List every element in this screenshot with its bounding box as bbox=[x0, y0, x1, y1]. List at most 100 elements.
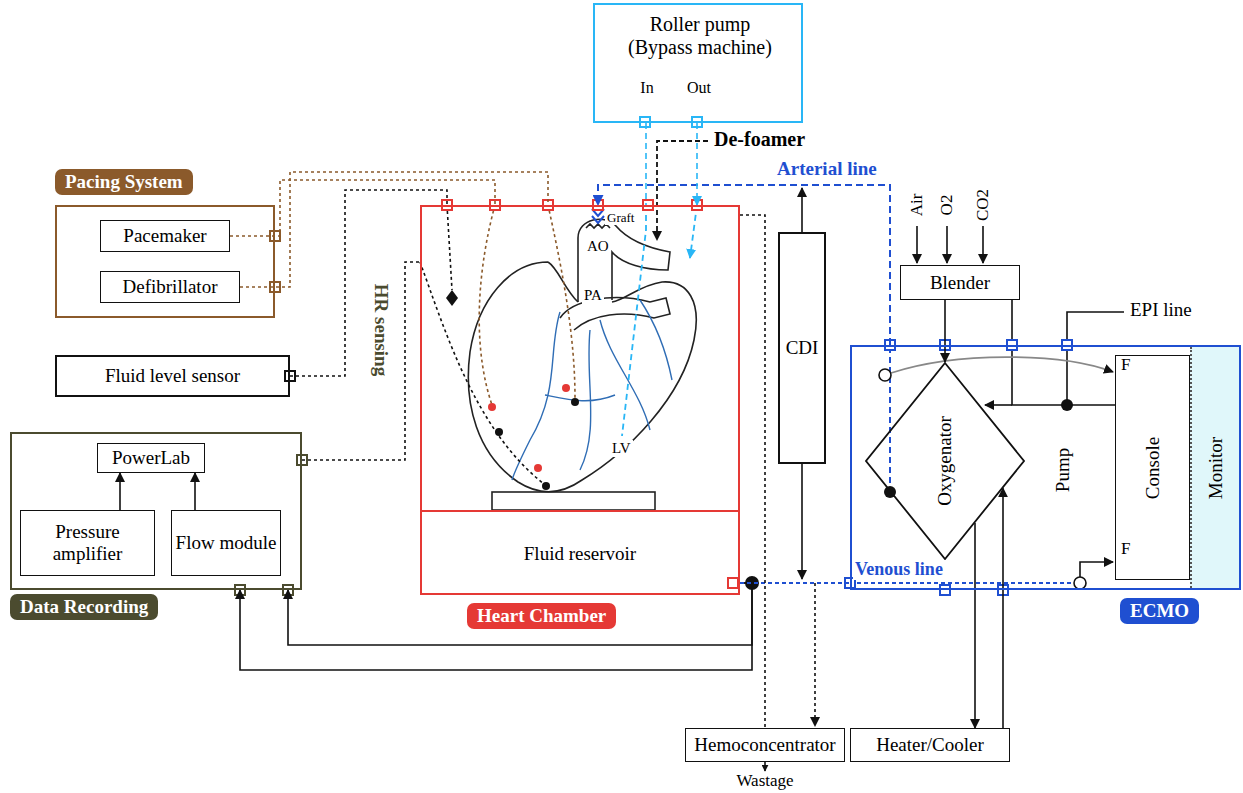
node-label: CDI bbox=[786, 337, 819, 359]
connector bbox=[302, 262, 420, 460]
waste-arrow bbox=[764, 762, 766, 771]
part-label: LV bbox=[610, 440, 633, 457]
heart-stand bbox=[492, 492, 655, 510]
flow-sensor bbox=[879, 369, 891, 381]
pump-inflow-line bbox=[622, 205, 646, 436]
part-label: O2 bbox=[938, 193, 957, 218]
node-label: Hemoconcentrator bbox=[694, 734, 835, 756]
connector bbox=[1002, 488, 1004, 728]
group-box: ECMOOxygenatorConsoleMonitor bbox=[850, 345, 1241, 590]
monitor-band: Monitor bbox=[1190, 347, 1239, 588]
node-label: Heater/Cooler bbox=[876, 734, 984, 756]
connector-label: Venous line bbox=[853, 560, 945, 580]
connector-label: Arterial line bbox=[775, 159, 879, 180]
part-label: De-foamer bbox=[712, 128, 807, 150]
group-heading: Data Recording bbox=[10, 594, 158, 620]
node-label: Fluid reservoir bbox=[524, 543, 636, 565]
pacing-leads bbox=[548, 205, 575, 398]
group-heading: Heart Chamber bbox=[467, 603, 616, 629]
part-label: AO bbox=[585, 238, 611, 255]
level-probe bbox=[447, 205, 452, 290]
node-label: Pacemaker bbox=[123, 225, 206, 247]
electrodes bbox=[488, 384, 579, 490]
group-heading: Pacing System bbox=[55, 169, 193, 195]
part-label: CO2 bbox=[974, 187, 993, 223]
part-label: Wastage bbox=[734, 772, 795, 791]
node-label: Roller pump (Bypass machine) bbox=[625, 13, 775, 59]
part-label: F bbox=[1119, 356, 1132, 375]
process-box: CDI bbox=[778, 232, 826, 464]
flow-sensor-line bbox=[891, 357, 1113, 373]
junction-dot bbox=[1061, 399, 1073, 411]
connector bbox=[119, 473, 121, 510]
part-label: Air bbox=[908, 192, 927, 219]
node-label: Defibrillator bbox=[123, 276, 218, 298]
node-label: In bbox=[640, 79, 653, 97]
node-label: Pressure amplifier bbox=[21, 521, 154, 565]
hemo-drain bbox=[814, 583, 816, 726]
venous-inner bbox=[850, 582, 1074, 584]
electrodes bbox=[542, 482, 550, 490]
connector bbox=[230, 180, 495, 236]
electrodes bbox=[571, 398, 579, 406]
connector bbox=[645, 123, 647, 205]
connector bbox=[974, 523, 976, 728]
decision-diamond: Oxygenator bbox=[865, 362, 1025, 560]
pacing-leads bbox=[479, 205, 575, 405]
process-box: Fluid level sensor bbox=[55, 355, 290, 397]
part-label: EPI line bbox=[1128, 300, 1194, 321]
node-label: Flow module bbox=[176, 532, 277, 554]
group-box: Data RecordingPowerLabPressure amplifier… bbox=[10, 432, 302, 590]
port-square bbox=[940, 585, 950, 595]
heart-illustration bbox=[420, 205, 697, 510]
node-label: Out bbox=[687, 79, 711, 97]
process-box: PowerLab bbox=[97, 443, 205, 473]
connector bbox=[290, 190, 447, 376]
part-label: F bbox=[1119, 540, 1132, 559]
electrodes bbox=[488, 403, 496, 411]
process-box: Flow module bbox=[171, 510, 281, 576]
electrodes bbox=[495, 428, 503, 436]
node-label: Monitor bbox=[1205, 436, 1227, 498]
connector bbox=[740, 215, 765, 728]
process-box: Blender bbox=[900, 265, 1020, 300]
connector bbox=[288, 583, 752, 645]
hr-lead bbox=[420, 262, 544, 484]
level-probe-tip bbox=[446, 290, 458, 306]
connector bbox=[240, 583, 752, 670]
graft-chevron bbox=[592, 209, 604, 223]
node-label: PowerLab bbox=[112, 447, 190, 469]
connector bbox=[740, 582, 850, 584]
flow-sensor bbox=[1074, 577, 1086, 589]
node-label: Fluid level sensor bbox=[105, 365, 240, 387]
part-label: Graft bbox=[605, 211, 636, 225]
process-box: Defibrillator bbox=[100, 271, 240, 303]
chamber-box: Heart ChamberFluid reservoir bbox=[420, 205, 740, 595]
defoamer-line bbox=[657, 141, 708, 240]
flow-sensor-line bbox=[1080, 562, 1113, 577]
process-box: Heater/Cooler bbox=[850, 728, 1010, 762]
process-box: Pacemaker bbox=[100, 220, 230, 252]
node-label: Blender bbox=[930, 272, 990, 294]
gas-arrow bbox=[916, 226, 918, 263]
cdi-arrow bbox=[801, 464, 803, 579]
process-box: Pressure amplifier bbox=[20, 510, 155, 576]
process-box: Hemoconcentrator bbox=[685, 728, 845, 762]
part-label: Pump bbox=[1053, 446, 1074, 494]
circuit-lines bbox=[657, 141, 1124, 771]
electrodes bbox=[534, 464, 542, 472]
coronary-vessels bbox=[580, 330, 591, 470]
coronary-vessels bbox=[600, 320, 650, 430]
connector-label: HR sensing bbox=[371, 282, 392, 378]
coronary-vessels bbox=[512, 300, 672, 480]
port-squares bbox=[235, 117, 1072, 595]
reservoir-band: Fluid reservoir bbox=[420, 510, 740, 595]
coronary-vessels bbox=[545, 395, 615, 401]
sweep-arrow bbox=[985, 404, 1012, 406]
gas-arrow bbox=[982, 226, 984, 263]
arterial-inner bbox=[889, 347, 891, 486]
coronary-vessels bbox=[640, 300, 672, 380]
connector bbox=[696, 123, 698, 205]
port-square bbox=[728, 578, 738, 588]
